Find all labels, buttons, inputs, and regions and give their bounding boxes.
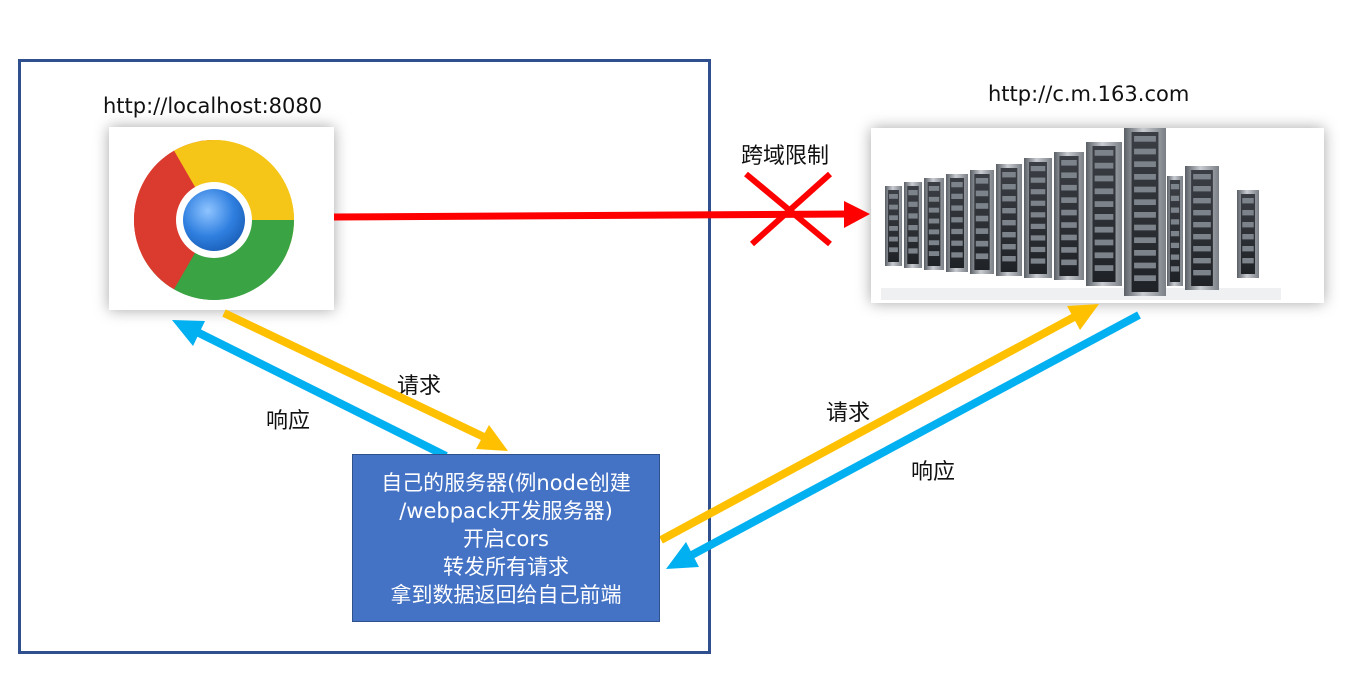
left-response-label: 响应 xyxy=(266,409,311,434)
proxy-line-1: 自己的服务器(例node创建 xyxy=(381,471,631,495)
left-response-arrowhead xyxy=(172,320,205,346)
chrome-browser-icon xyxy=(132,138,296,302)
server-rack-icon xyxy=(881,128,1281,300)
local-environment-frame xyxy=(18,59,711,654)
browser-card xyxy=(109,127,334,310)
right-response-arrow xyxy=(688,311,1141,560)
right-response-arrowhead xyxy=(666,542,699,569)
cors-block-label: 跨域限制 xyxy=(741,144,830,169)
server-tower xyxy=(1185,166,1219,290)
proxy-server-box: 自己的服务器(例node创建 /webpack开发服务器) 开启cors 转发所… xyxy=(352,454,660,622)
proxy-line-4: 转发所有请求 xyxy=(443,555,569,579)
server-tower xyxy=(946,174,968,272)
left-request-arrowhead xyxy=(476,425,508,451)
server-tower xyxy=(904,182,922,268)
server-tower xyxy=(1086,142,1122,286)
remote-url-label: http://c.m.163.com xyxy=(988,82,1190,106)
server-tower xyxy=(924,178,944,270)
proxy-line-3: 开启cors xyxy=(463,527,549,551)
server-tower xyxy=(1124,128,1166,296)
server-tower xyxy=(996,164,1022,276)
remote-server-card xyxy=(871,128,1324,303)
server-tower xyxy=(1237,190,1259,278)
client-url-label: http://localhost:8080 xyxy=(103,94,323,118)
right-request-label: 请求 xyxy=(826,401,871,426)
server-tower xyxy=(885,186,902,266)
floor-reflection xyxy=(881,288,1281,300)
server-tower xyxy=(970,170,994,274)
right-response-label: 响应 xyxy=(911,460,956,485)
right-request-arrow xyxy=(659,312,1078,544)
blocked-request-arrow xyxy=(333,210,849,221)
red-x-icon xyxy=(744,171,833,247)
server-tower xyxy=(1054,152,1084,280)
right-request-arrowhead xyxy=(1067,304,1099,330)
server-tower xyxy=(1024,158,1052,278)
left-response-arrow xyxy=(193,327,448,460)
left-request-arrow xyxy=(222,309,488,442)
proxy-line-5: 拿到数据返回给自己前端 xyxy=(390,583,622,607)
server-tower xyxy=(1167,176,1183,286)
proxy-line-2: /webpack开发服务器) xyxy=(399,499,613,523)
blocked-request-arrowhead xyxy=(844,201,870,228)
